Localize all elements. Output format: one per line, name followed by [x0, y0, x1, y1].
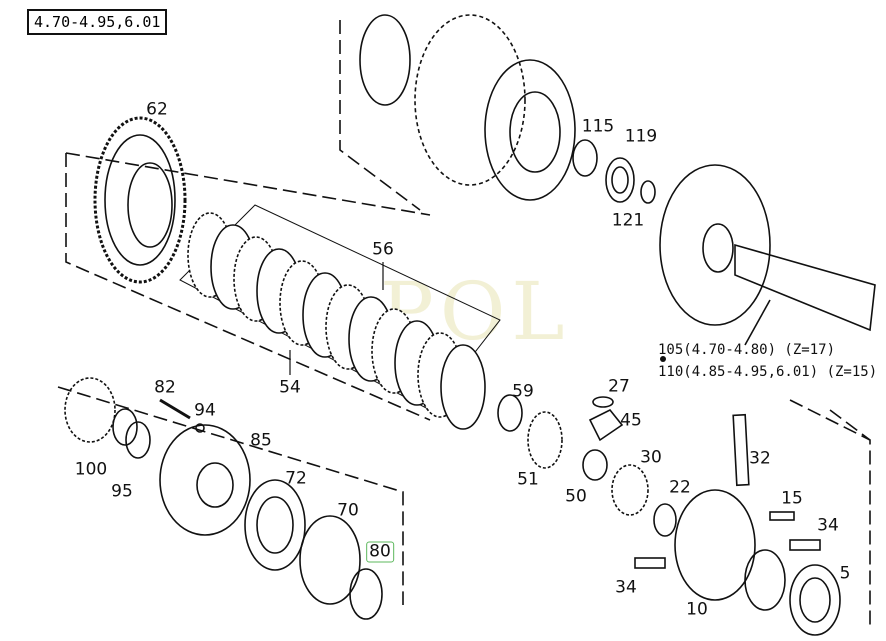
variant-label: 4.70-4.95,6.01: [27, 9, 168, 35]
part-label-121[interactable]: 121: [611, 210, 645, 231]
leader-lines: [289, 262, 384, 375]
part-label-119[interactable]: 119: [624, 126, 658, 147]
left-assembly: [64, 377, 383, 620]
part-label-51[interactable]: 51: [517, 469, 539, 490]
part-label-85[interactable]: 85: [250, 430, 272, 451]
output-flange-shaft: [659, 164, 876, 346]
part-label-80-highlighted[interactable]: 80: [366, 541, 394, 563]
part-label-56[interactable]: 56: [372, 239, 394, 260]
differential-assembly: [497, 394, 841, 636]
group-outline: [57, 20, 871, 625]
part-label-59[interactable]: 59: [512, 381, 534, 402]
part-label-82[interactable]: 82: [154, 377, 176, 398]
bearings: [572, 139, 656, 204]
ring-gear-62: [93, 116, 187, 284]
part-label-54[interactable]: 54: [279, 377, 301, 398]
part-label-15[interactable]: 15: [781, 488, 803, 509]
part-label-115[interactable]: 115: [581, 116, 615, 137]
part-label-34[interactable]: 34: [817, 515, 839, 536]
part-label-10[interactable]: 10: [686, 599, 708, 620]
clutch-housing: [359, 14, 576, 201]
part-label-62[interactable]: 62: [146, 99, 168, 120]
part-label-45[interactable]: 45: [620, 410, 642, 431]
clutch-disc-stack: [179, 204, 501, 430]
note-110: 110(4.85-4.95,6.01) (Z=15): [658, 364, 878, 380]
part-label-34[interactable]: 34: [615, 577, 637, 598]
part-label-5[interactable]: 5: [839, 563, 851, 584]
part-label-94[interactable]: 94: [194, 400, 216, 421]
part-label-22[interactable]: 22: [669, 477, 691, 498]
note-105: 105(4.70-4.80) (Z=17): [658, 342, 836, 358]
clutch-disc: [440, 344, 486, 430]
part-label-95[interactable]: 95: [111, 481, 133, 502]
part-label-27[interactable]: 27: [608, 376, 630, 397]
part-label-50[interactable]: 50: [565, 486, 587, 507]
part-label-70[interactable]: 70: [337, 500, 359, 521]
part-label-30[interactable]: 30: [640, 447, 662, 468]
part-label-32[interactable]: 32: [749, 448, 771, 469]
note-bullet: [660, 356, 666, 362]
part-label-72[interactable]: 72: [285, 468, 307, 489]
part-label-100[interactable]: 100: [74, 459, 108, 480]
